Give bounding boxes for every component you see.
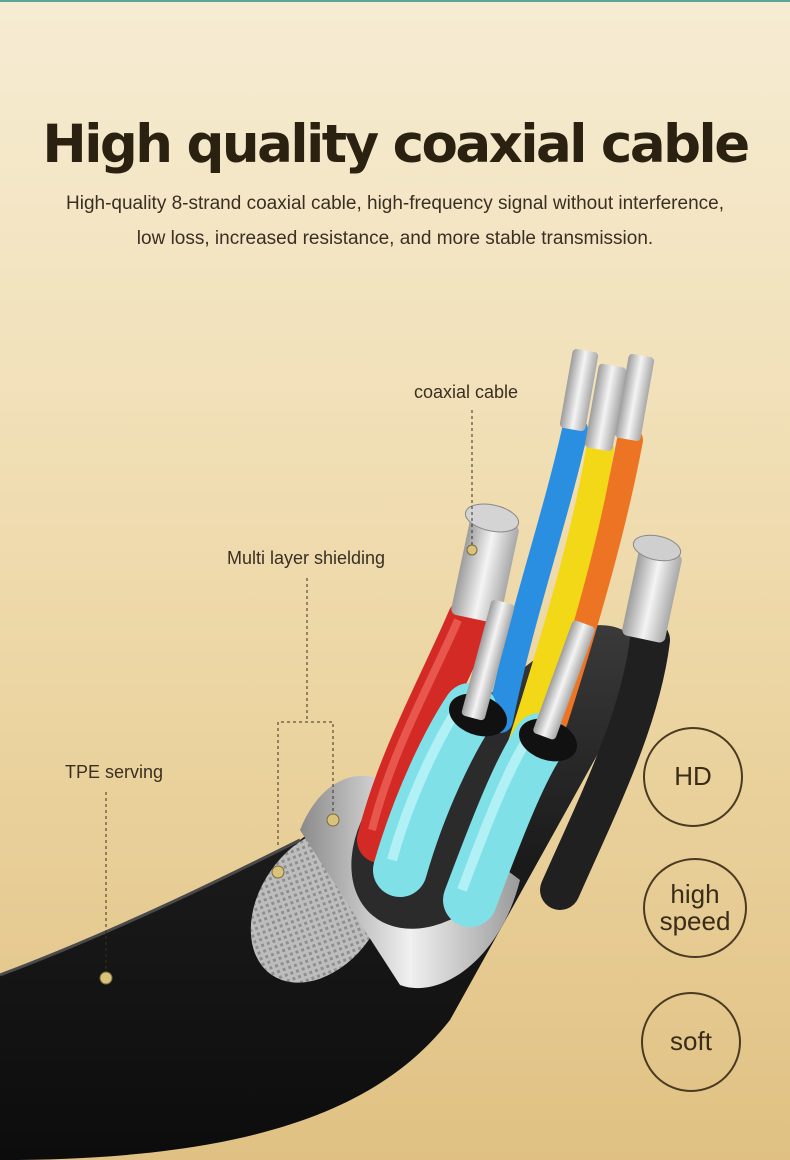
wire-blue (487, 417, 588, 733)
subtitle-line-2: low loss, increased resistance, and more… (136, 228, 654, 249)
badge-high-speed-label: high speed (659, 878, 731, 936)
shielding-dot-foil (326, 813, 340, 827)
page-title: High quality coaxial cable (42, 113, 750, 175)
cable-illustration (0, 348, 682, 1160)
badge-high-speed: high speed (643, 858, 747, 958)
badge-soft-label: soft (670, 1026, 712, 1057)
wire-yellow (506, 436, 614, 764)
shielding-dot-braid (271, 865, 285, 879)
tpe-serving-dot (99, 971, 113, 985)
shielding-bracket (277, 721, 334, 845)
callout-multi-layer-shielding: Multi layer shielding (227, 548, 386, 568)
badge-hd-label: HD (674, 761, 712, 792)
badge-soft: soft (641, 992, 741, 1092)
wire-red (357, 597, 493, 863)
callout-coaxial-cable: coaxial cable (414, 382, 519, 402)
page-subtitle: High-quality 8-strand coaxial cable, hig… (0, 186, 790, 256)
coaxial-cable-dot (466, 544, 478, 556)
wire-black (540, 620, 670, 910)
subtitle-line-1: High-quality 8-strand coaxial cable, hig… (66, 193, 724, 214)
badge-hd: HD (643, 727, 743, 827)
callout-tpe-serving: TPE serving (65, 762, 164, 782)
